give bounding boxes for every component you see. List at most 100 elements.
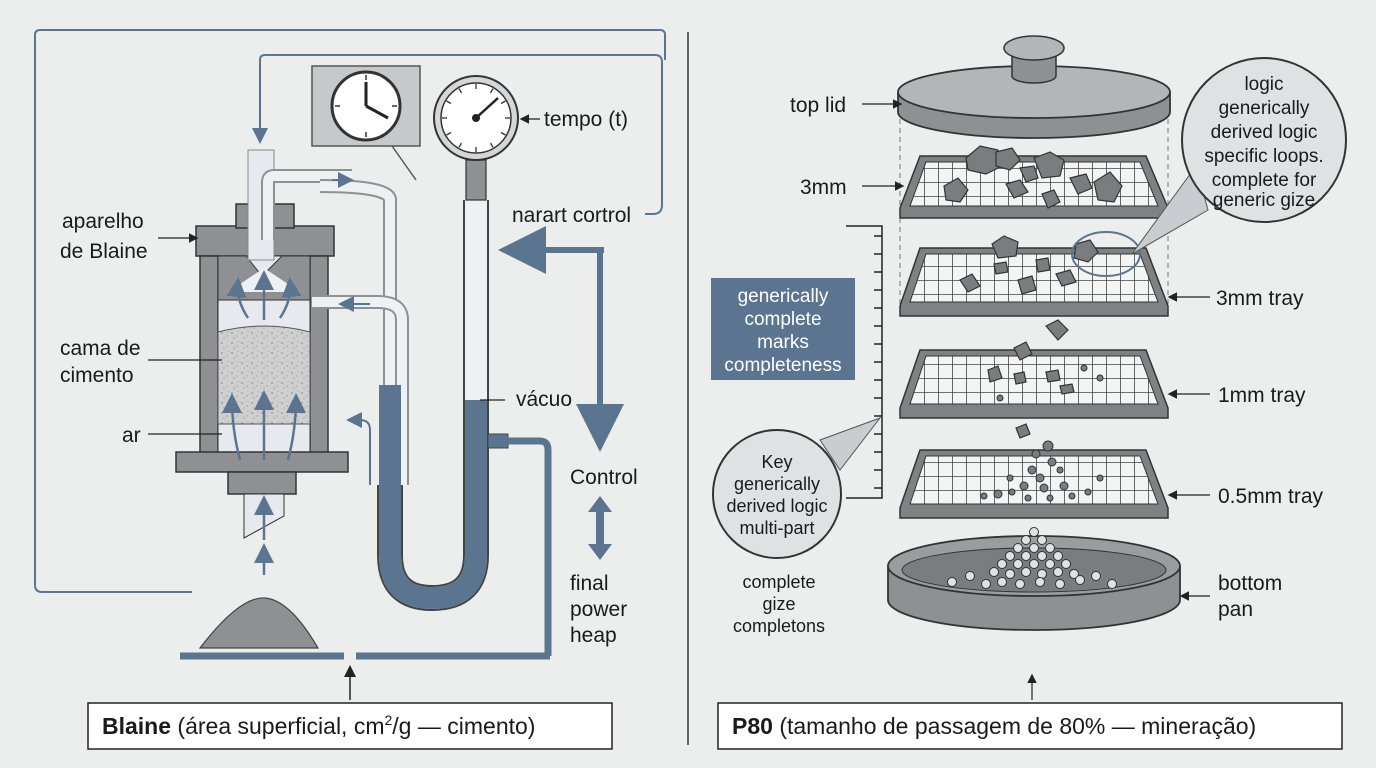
- blaine-caption-bold: Blaine: [102, 713, 171, 739]
- control-loop-line: [259, 54, 663, 215]
- pan-particle: [1037, 551, 1047, 561]
- gauge-tick: [458, 142, 463, 148]
- callout-box-text: generically complete marks completeness: [724, 286, 841, 376]
- pan-particle: [1021, 535, 1031, 545]
- gauge-tick: [500, 100, 506, 105]
- fine-particle: [1046, 494, 1054, 502]
- fine-particle: [1047, 457, 1057, 467]
- pan-particle: [1029, 527, 1039, 537]
- callout-bottom-line: completons: [733, 616, 825, 636]
- label-final-2: power: [570, 598, 627, 621]
- outer-loop-line: [34, 29, 666, 593]
- callout-right-line: derived logic: [1211, 122, 1318, 143]
- pan-particle: [997, 559, 1007, 569]
- blaine-caption-box: [87, 702, 613, 750]
- callout-bottom-line: gize: [762, 594, 795, 614]
- callout-right-line: specific loops.: [1204, 146, 1323, 167]
- sieve-lid: [897, 35, 1171, 139]
- gauge-tick: [446, 131, 452, 136]
- pan-particle: [1045, 543, 1055, 553]
- pan-particle: [1021, 551, 1031, 561]
- pan-particle: [1055, 579, 1065, 589]
- callout-circle-key: [712, 429, 842, 559]
- fine-particle: [1027, 465, 1037, 475]
- p80-caption-text: (tamanho de passagem de 80% — mineração): [773, 713, 1256, 739]
- label-cama-2: cimento: [60, 364, 134, 387]
- double-arrow-icon: [588, 496, 612, 560]
- pan-particle: [1013, 559, 1023, 569]
- fine-particle: [1019, 481, 1029, 491]
- fine-particle: [1056, 466, 1064, 474]
- callout-key-line: multi-part: [739, 518, 814, 538]
- callout-box-line: completeness: [724, 355, 841, 376]
- pan-particle: [1053, 567, 1063, 577]
- callout-circle-right: [1181, 57, 1347, 223]
- label-final-1: final: [570, 572, 609, 595]
- highlight-ellipse: [1071, 231, 1141, 277]
- label-05mm-tray: 0.5mm tray: [1218, 485, 1324, 508]
- fine-particle: [1039, 483, 1049, 493]
- pan-particle: [1037, 535, 1047, 545]
- fine-particle: [1035, 473, 1045, 483]
- blaine-caption: Blaine (área superficial, cm2/g — ciment…: [102, 712, 535, 739]
- pan-particle: [1029, 559, 1039, 569]
- pan-particle: [1005, 569, 1015, 579]
- blaine-caption-text-2: /g — cimento): [392, 713, 535, 739]
- label-tempo: tempo (t): [544, 108, 628, 131]
- gauge-tick: [458, 88, 463, 94]
- pan-particle: [1035, 577, 1045, 587]
- p80-caption-box: [717, 702, 1343, 750]
- rock-particles: [943, 145, 1123, 439]
- fine-particle: [1096, 474, 1104, 482]
- pan-particle: [1075, 575, 1085, 585]
- pan-particle: [1021, 567, 1031, 577]
- pan-particle: [989, 567, 999, 577]
- callout-key-line: generically: [734, 474, 820, 494]
- callout-bottom-line: complete: [742, 572, 815, 592]
- tray-3mm-top: [899, 155, 1169, 219]
- callout-key-line: derived logic: [726, 496, 827, 516]
- bottom-pan: [887, 527, 1181, 631]
- label-bottom-1: bottom: [1218, 572, 1282, 595]
- fine-particle: [1096, 374, 1104, 382]
- label-3mm-top: 3mm: [800, 176, 847, 199]
- label-bottom-2: pan: [1218, 598, 1253, 621]
- manometer-u-tube: [377, 200, 552, 656]
- callout-bottom-text: complete gize completons: [733, 572, 825, 636]
- gauge-tick: [446, 100, 452, 105]
- callout-key-text: Key generically derived logic multi-part: [726, 452, 827, 538]
- callout-box-line: generically: [738, 286, 829, 307]
- label-final-3: heap: [570, 624, 617, 647]
- blaine-panel: aparelho de Blaine cama de cimento ar te…: [34, 29, 666, 750]
- tray-1mm: [899, 349, 1169, 419]
- pan-particle: [1029, 543, 1039, 553]
- callout-right-line: generically: [1219, 98, 1310, 119]
- label-3mm-tray: 3mm tray: [1216, 287, 1304, 310]
- label-aparelho-1: aparelho: [62, 210, 144, 233]
- fine-particle: [1024, 494, 1032, 502]
- fine-particle: [1084, 488, 1092, 496]
- p80-panel: logic generically derived logic specific…: [711, 35, 1347, 750]
- fine-particle: [996, 394, 1004, 402]
- callout-box: [711, 278, 855, 380]
- p80-caption-bold: P80: [732, 713, 773, 739]
- fine-particle: [1008, 488, 1016, 496]
- pan-particle: [1107, 579, 1117, 589]
- callout-box-line: complete: [744, 309, 821, 330]
- label-ar: ar: [122, 424, 141, 447]
- p80-caption: P80 (tamanho de passagem de 80% — minera…: [732, 713, 1256, 739]
- fine-particles: [980, 364, 1104, 502]
- clock-icon: [311, 65, 421, 181]
- callout-right-line: generic gize: [1213, 190, 1315, 211]
- callout-text-right: logic generically derived logic specific…: [1204, 74, 1323, 211]
- pan-particle: [1013, 543, 1023, 553]
- blaine-caption-text: (área superficial, cm: [171, 713, 384, 739]
- callout-key-line: Key: [761, 452, 792, 472]
- fine-particle: [1068, 492, 1076, 500]
- fine-particle: [1042, 440, 1054, 452]
- fine-particle: [1080, 364, 1088, 372]
- callout-right-line: logic: [1244, 74, 1283, 95]
- fine-particle: [993, 489, 1003, 499]
- label-aparelho-2: de Blaine: [60, 240, 148, 263]
